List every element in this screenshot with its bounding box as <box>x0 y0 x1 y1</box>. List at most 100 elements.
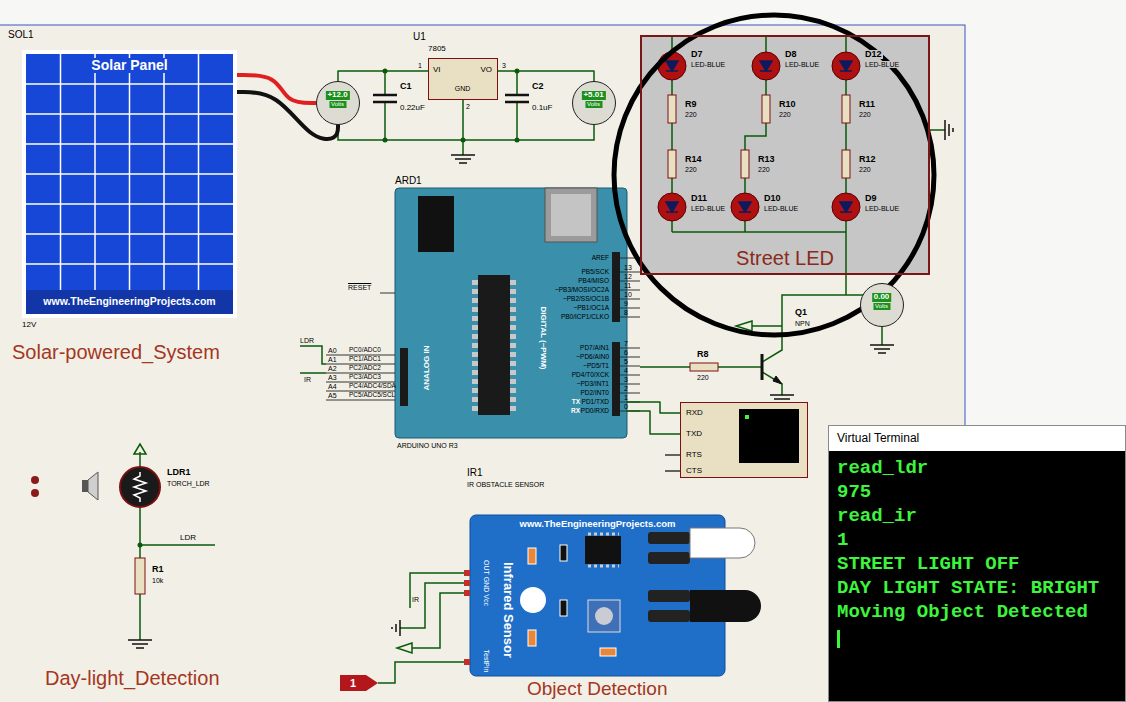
component-ref: D7 <box>690 50 704 59</box>
signal-name: IR <box>412 596 419 603</box>
ir-sensor-board <box>397 643 412 653</box>
pin-name: TX <box>572 399 580 406</box>
pin-number: 8 <box>624 309 628 316</box>
ldr-circuit <box>31 444 215 648</box>
solar-panel: Solar Panelwww.TheEngineeringProjects.co… <box>22 50 237 318</box>
component-value: LED-BLUE <box>690 61 726 68</box>
ir-sensor-board <box>595 607 613 625</box>
component-value: ARDUINO UNO R3 <box>397 442 458 449</box>
pin-name: PD4/T0/XCK <box>572 372 609 379</box>
pin-name: PD2/INT0 <box>580 390 609 397</box>
serial-wire <box>627 411 680 434</box>
ldr-circuit <box>134 472 146 502</box>
ir-sensor-board <box>560 545 567 561</box>
component-value: 220 <box>858 111 872 118</box>
component-ref: IR1 <box>467 468 483 478</box>
arduino-board <box>475 280 513 412</box>
window-title: Virtual Terminal <box>829 426 1125 451</box>
voltmeter: +5.01Volts <box>572 81 616 125</box>
ldr-circuit <box>135 558 145 594</box>
pin-number: 2 <box>624 385 628 392</box>
pin-name: TestPin <box>482 650 490 673</box>
arduino-board <box>551 194 591 236</box>
component-value: 220 <box>697 374 709 381</box>
component-ref: D10 <box>763 194 782 203</box>
arduino-board <box>300 188 640 438</box>
probe-state: 1 <box>350 678 356 689</box>
meter-unit: Volts <box>329 101 346 108</box>
street-led-array <box>842 95 850 123</box>
npn-transistor <box>640 275 894 403</box>
pin-name: PC0/ADC0 <box>349 347 381 354</box>
ir-sensor-board <box>648 610 690 622</box>
npn-transistor <box>690 363 718 371</box>
meter-unit: Volts <box>585 101 602 108</box>
terminal-line: 1 <box>837 530 848 551</box>
pin-name: OUT GND Vcc <box>482 560 490 606</box>
street-led-array <box>741 150 749 178</box>
pin-name: ~PD6/AIN0 <box>576 354 609 361</box>
pin-number: 10 <box>624 291 632 298</box>
component-value: 220 <box>858 166 872 173</box>
pin-name: ~PB3/MOSI/OC2A <box>555 287 609 294</box>
component-value: 12V <box>22 321 36 329</box>
solar-panel-art <box>26 290 233 314</box>
signal-name: IR <box>304 376 311 383</box>
ir-sensor-board <box>690 528 755 558</box>
component-value: LED-BLUE <box>690 205 726 212</box>
board-legend: DIGITAL (~PWM) <box>539 306 548 369</box>
pin-number: 1 <box>418 62 422 69</box>
pin-number: A3 <box>328 374 337 381</box>
component-value: 7805 <box>428 45 446 53</box>
component-ref: R1 <box>152 565 164 574</box>
terminal-line: Moving Object Detected <box>837 602 1088 623</box>
ldr-circuit <box>138 543 143 548</box>
street-led-array <box>762 95 770 123</box>
component-value: 0.1uF <box>532 104 552 112</box>
ir-sensor-board <box>600 648 616 656</box>
ldr-circuit <box>120 467 160 507</box>
section-title: Solar-powered_System <box>12 342 220 362</box>
solar-panel-art <box>22 50 237 318</box>
ir-sensor-board <box>588 600 620 632</box>
component-value: NPN <box>795 320 810 327</box>
meter-reading: +5.01 <box>581 91 605 100</box>
pin-number: A0 <box>328 347 337 354</box>
ir-sensor-board: www.TheEngineeringProjects.comInfrared S… <box>470 515 725 676</box>
ir-sensor-board <box>378 515 761 683</box>
terminal-line: read_ldr <box>837 458 928 479</box>
terminal-line: DAY LIGHT STATE: BRIGHT <box>837 578 1099 599</box>
ir-sensor-board <box>648 552 690 564</box>
pin-number: 0 <box>624 403 628 410</box>
component-value: IR OBSTACLE SENSOR <box>467 481 544 488</box>
component-ref: U1 <box>413 32 426 42</box>
pin-number: 1 <box>624 394 628 401</box>
street-led-array <box>640 35 953 275</box>
terminal-pins <box>665 455 680 471</box>
ir-sensor-board <box>464 580 470 586</box>
pin-name: ~PD5/T1 <box>583 363 609 370</box>
solar-panel-art <box>26 54 233 290</box>
component-value: 220 <box>757 166 771 173</box>
pin-name: RXD <box>686 409 703 418</box>
pin-number: 4 <box>624 367 628 374</box>
pin-name: PB4/MISO <box>578 278 609 285</box>
panel-title: Solar Panel <box>85 58 173 73</box>
power-rail <box>451 155 475 163</box>
component-value: 10k <box>152 577 163 584</box>
pin-name: PC1/ADC1 <box>349 356 381 363</box>
pin-name: TXD <box>686 430 702 439</box>
ir-sensor-board <box>585 536 621 564</box>
terminal-line: read_ir <box>837 506 917 527</box>
ldr-circuit <box>31 489 39 497</box>
pin-number: 9 <box>624 300 628 307</box>
meter-reading: +12.0 <box>325 91 349 100</box>
signal-name: LDR <box>300 337 314 344</box>
npn-transistor <box>770 345 894 403</box>
pin-name: PD1/TXD <box>582 399 609 406</box>
ir-sensor-board <box>520 587 546 613</box>
component-value: LED-BLUE <box>763 205 799 212</box>
ir-sensor-board <box>648 590 690 602</box>
pin-number: 3 <box>624 376 628 383</box>
terminal-pins <box>665 455 680 471</box>
